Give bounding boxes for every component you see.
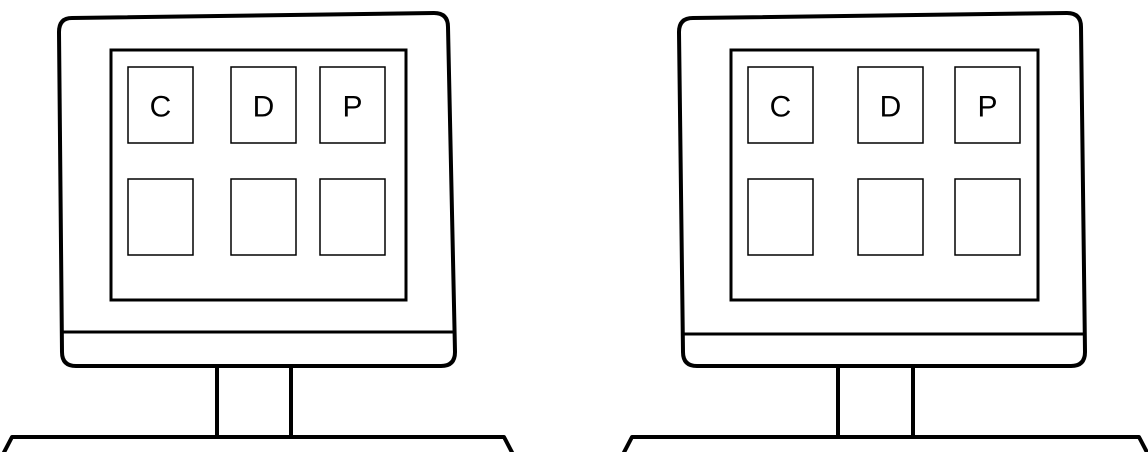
tile-empty[interactable]: [231, 179, 296, 255]
tile-row-2: [128, 179, 385, 255]
tile-empty[interactable]: [320, 179, 385, 255]
monitor-casing: [59, 13, 455, 366]
tile-label: D: [880, 91, 902, 124]
tile-label: C: [150, 91, 172, 124]
monitor-screen: [731, 50, 1038, 300]
tile-row-1: C D P: [128, 67, 385, 143]
tile-empty[interactable]: [748, 179, 813, 255]
tile-empty[interactable]: [955, 179, 1020, 255]
monitor-screen: [111, 50, 406, 300]
tile-label: P: [342, 91, 362, 124]
tile-label: D: [253, 91, 275, 124]
keyboard-base: [0, 437, 516, 452]
tile-empty[interactable]: [858, 179, 923, 255]
terminal-right: C D P: [620, 13, 1148, 452]
monitor-casing: [679, 13, 1085, 366]
tile-row-1: C D P: [748, 67, 1020, 143]
tile-row-2: [748, 179, 1020, 255]
tile-label: P: [977, 91, 997, 124]
tile-label: C: [770, 91, 792, 124]
tile-empty[interactable]: [128, 179, 193, 255]
terminal-left: C D P: [0, 13, 516, 452]
keyboard-base: [620, 437, 1148, 452]
